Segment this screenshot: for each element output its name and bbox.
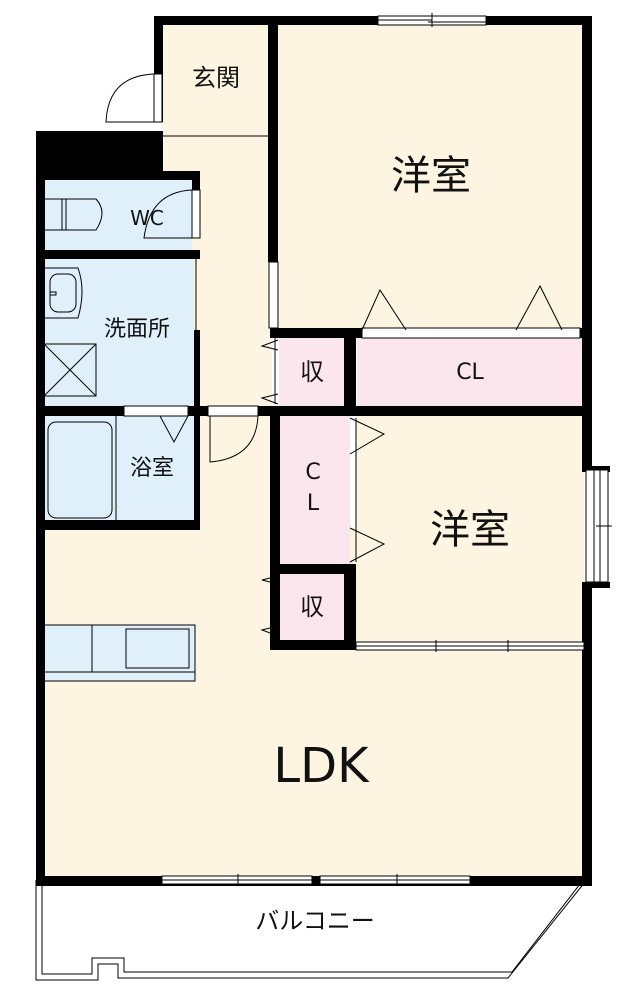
- room-label-ldk: LDK: [273, 738, 369, 794]
- hall-lower-floor: [198, 409, 278, 531]
- kitchen-counter: [43, 624, 196, 682]
- room-label-storage-2: 収: [300, 593, 324, 621]
- washroom-floor: [44, 258, 194, 406]
- bathtub: [47, 416, 117, 520]
- storage1-floor: [279, 337, 350, 409]
- room-label-closet-1: CL: [456, 360, 484, 385]
- washbasin: [44, 267, 83, 319]
- room-label-bathroom: 浴室: [129, 456, 175, 481]
- room-label-closet-2: C L: [305, 460, 321, 516]
- balcony-outline: [35, 880, 586, 981]
- floors: [42, 24, 584, 876]
- closet1-floor: [357, 337, 584, 409]
- closet2-floor: [279, 416, 350, 564]
- storage2-floor: [279, 572, 350, 642]
- room-label-western-room-1: 洋室: [391, 153, 471, 199]
- room-label-entrance: 玄関: [192, 64, 240, 92]
- room-label-storage-1: 収: [300, 358, 324, 386]
- doors: [105, 73, 563, 638]
- windows: [161, 13, 612, 886]
- room-label-balcony: バルコニー: [255, 907, 375, 935]
- room-label-western-room-2: 洋室: [430, 507, 510, 553]
- room1-floor: [278, 24, 584, 330]
- toilet: [44, 198, 103, 231]
- room-label-washroom: 洗面所: [103, 317, 171, 342]
- room-label-wc: WC: [130, 206, 164, 230]
